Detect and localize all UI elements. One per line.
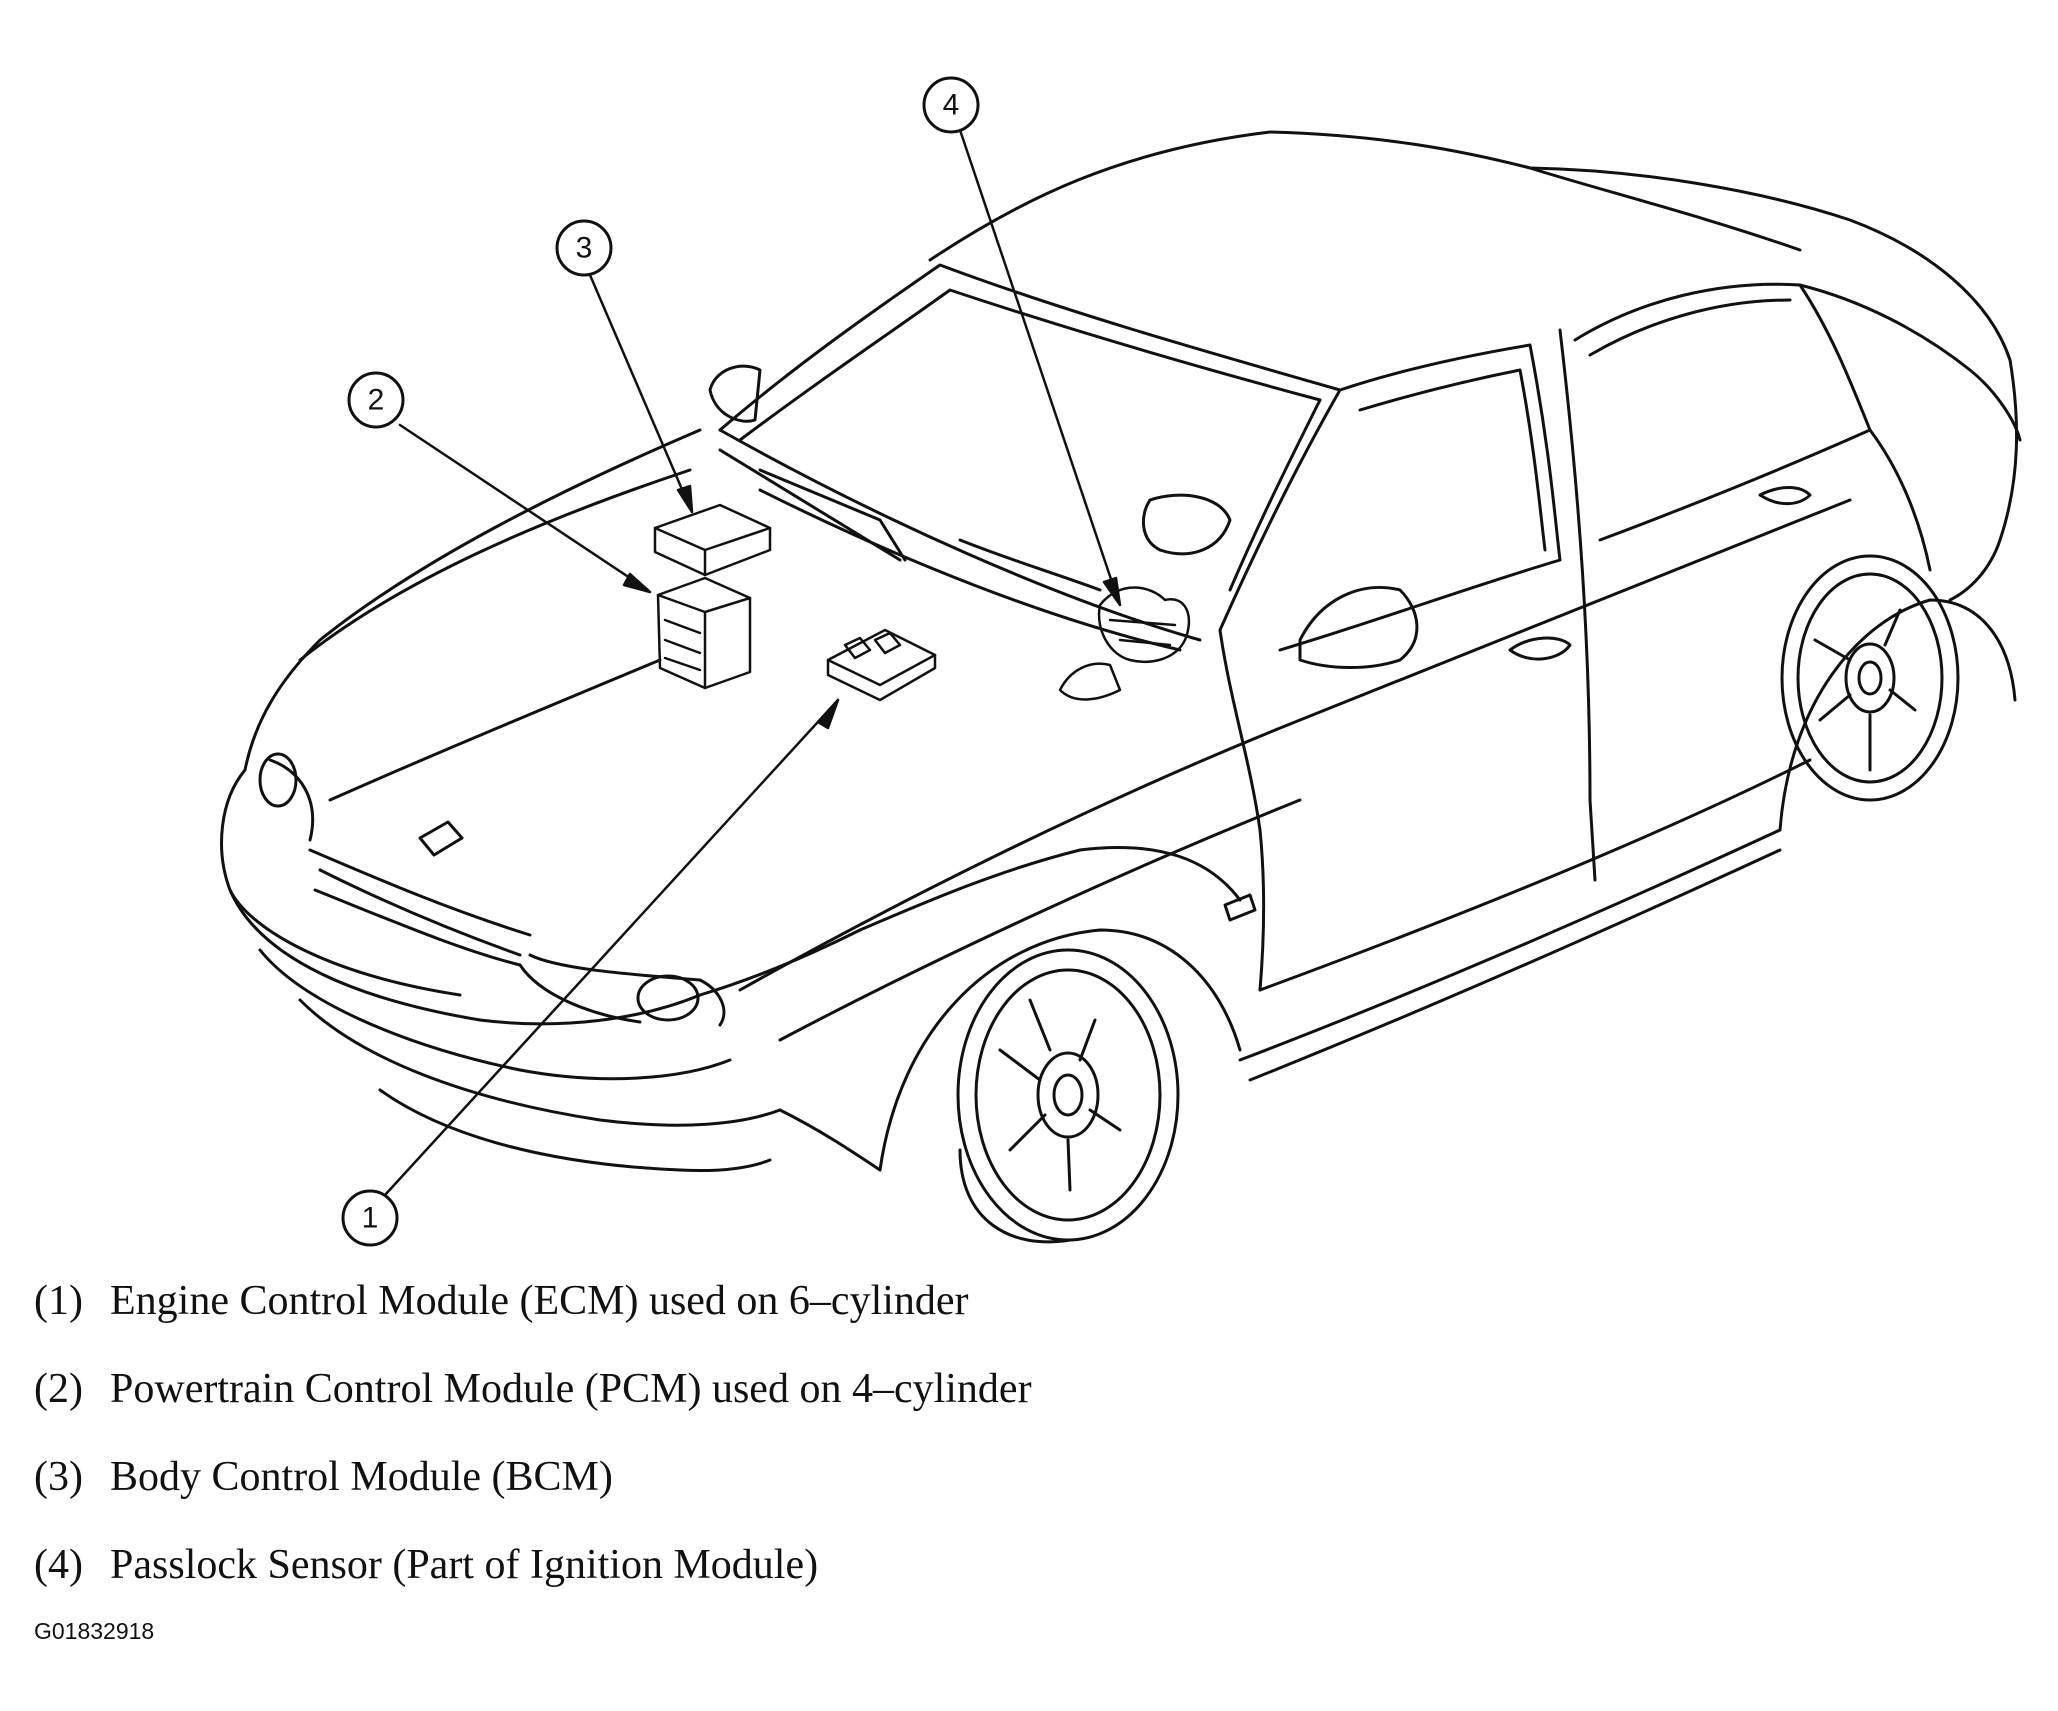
legend-item-1-text: Engine Control Module (ECM) used on 6–cy… (110, 1278, 969, 1324)
legend-item-4-number: (4) (34, 1542, 83, 1588)
legend-item-1: (1) Engine Control Module (ECM) used on 6… (34, 1276, 969, 1326)
powertrain-control-module (656, 576, 752, 690)
callout-3 (555, 219, 613, 277)
passlock-sensor-ignition-module (1058, 586, 1191, 701)
callout-4-number: 4 (943, 89, 960, 122)
legend-item-4-text: Passlock Sensor (Part of Ignition Module… (110, 1542, 819, 1588)
legend-item-2-text: Powertrain Control Module (PCM) used on … (110, 1366, 1032, 1412)
callout-2-number: 2 (368, 384, 385, 417)
callout-1 (341, 1189, 399, 1247)
callout-3-number: 3 (576, 232, 593, 265)
legend-item-3-text: Body Control Module (BCM) (110, 1454, 613, 1500)
legend-item-3-number: (3) (34, 1454, 83, 1500)
callout-2 (347, 371, 405, 429)
legend-item-3: (3) Body Control Module (BCM) (34, 1452, 613, 1502)
front-wheel (956, 948, 1180, 1244)
figure-id: G01832918 (34, 1618, 155, 1644)
legend-item-4: (4) Passlock Sensor (Part of Ignition Mod… (34, 1540, 818, 1590)
legend-item-2: (2) Powertrain Control Module (PCM) used … (34, 1364, 1032, 1414)
body-control-module (653, 503, 772, 577)
legend-item-1-number: (1) (34, 1278, 83, 1324)
rear-wheel (1780, 554, 1960, 802)
car-body-outline (220, 130, 2022, 1172)
callout-4 (922, 76, 980, 134)
callout-leaders (383, 128, 1122, 1197)
engine-control-module (826, 628, 937, 702)
callout-1-number: 1 (362, 1202, 379, 1235)
legend-item-2-number: (2) (34, 1366, 83, 1412)
